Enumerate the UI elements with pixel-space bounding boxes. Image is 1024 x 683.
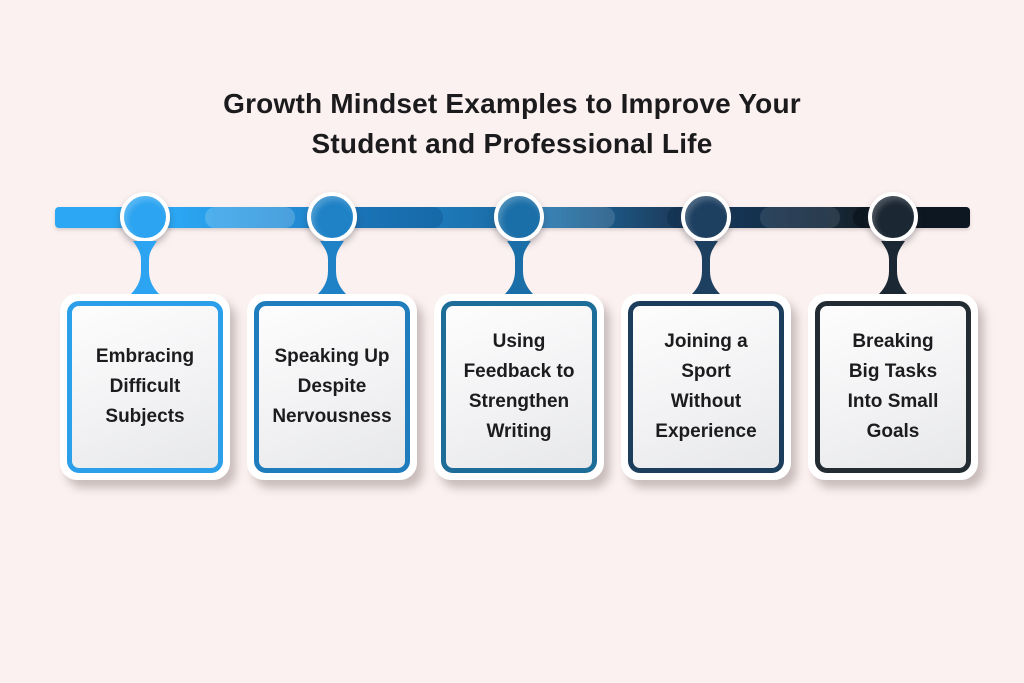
timeline-card: Using Feedback to Strengthen Writing bbox=[434, 294, 604, 480]
bar-segment bbox=[760, 207, 840, 228]
node-stem-shape bbox=[505, 241, 533, 294]
card-frame: Speaking Up Despite Nervousness bbox=[254, 301, 410, 473]
timeline-node-circle bbox=[868, 192, 918, 242]
node-stem-shape bbox=[692, 241, 720, 294]
timeline-node-circle bbox=[681, 192, 731, 242]
page-title: Growth Mindset Examples to Improve Your … bbox=[223, 88, 801, 159]
node-stem-shape bbox=[879, 241, 907, 294]
bar-segment bbox=[205, 207, 295, 228]
card-label: Using Feedback to Strengthen Writing bbox=[463, 331, 575, 442]
timeline-node-circle bbox=[120, 192, 170, 242]
node-stem-shape bbox=[131, 241, 159, 294]
timeline-card: Speaking Up Despite Nervousness bbox=[247, 294, 417, 480]
timeline-card: Joining a Sport Without Experience bbox=[621, 294, 791, 480]
card-frame: Joining a Sport Without Experience bbox=[628, 301, 784, 473]
card-frame: Embracing Difficult Subjects bbox=[67, 301, 223, 473]
timeline-node-circle bbox=[494, 192, 544, 242]
card-frame: Breaking Big Tasks Into Small Goals bbox=[815, 301, 971, 473]
card-frame: Using Feedback to Strengthen Writing bbox=[441, 301, 597, 473]
card-label: Breaking Big Tasks Into Small Goals bbox=[847, 331, 939, 442]
node-stem-shape bbox=[318, 241, 346, 294]
card-label: Joining a Sport Without Experience bbox=[655, 331, 757, 442]
timeline-node-circle bbox=[307, 192, 357, 242]
timeline-card: Embracing Difficult Subjects bbox=[60, 294, 230, 480]
card-label: Embracing Difficult Subjects bbox=[95, 346, 195, 427]
timeline-card: Breaking Big Tasks Into Small Goals bbox=[808, 294, 978, 480]
card-label: Speaking Up Despite Nervousness bbox=[272, 346, 392, 427]
